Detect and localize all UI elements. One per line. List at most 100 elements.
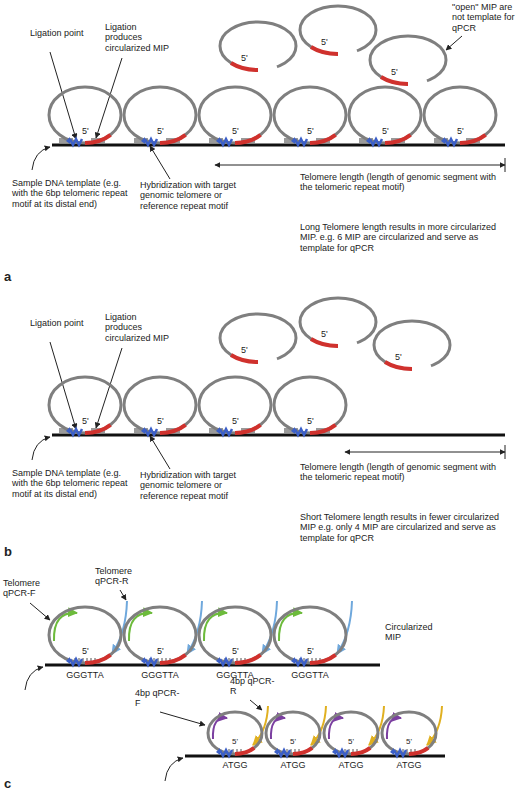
probe-arm: [310, 425, 336, 433]
pointer-arrow: [165, 758, 183, 781]
five-prime-mark: 5': [307, 126, 314, 136]
ligation-site: [220, 659, 232, 665]
open-gap: [338, 343, 357, 346]
annotation: Ligation produces circularized MIP: [105, 22, 175, 53]
open-gap: [408, 81, 427, 84]
annotation: 4bp qPCR-R: [230, 676, 280, 697]
annotation: Sample DNA template (e.g. with the 6bp t…: [12, 178, 137, 209]
leader-line: [250, 700, 262, 710]
five-prime-mark: 5': [406, 737, 412, 746]
repeat-motif: ATGG: [213, 760, 257, 770]
ligation-site: [441, 137, 445, 144]
ligation-site: [295, 429, 307, 435]
annotation: Telomere qPCR-R: [95, 566, 150, 587]
ligation-site: [220, 139, 232, 145]
annotation: 4bp qPCR-F: [135, 688, 185, 709]
ligation-site: [394, 750, 406, 756]
mip-probe: [274, 607, 346, 663]
probe-arm: [235, 655, 261, 663]
ligation-site: [291, 427, 295, 434]
probe-arm: [85, 135, 111, 143]
ligation-site: [291, 657, 295, 664]
ligation-site: [332, 748, 336, 755]
probe-arm: [160, 425, 186, 433]
five-prime-mark: 5': [82, 416, 89, 426]
mip-probe: [266, 712, 320, 754]
mip-probe: [199, 377, 271, 433]
repeat-motif: GGGTTA: [135, 670, 185, 680]
five-prime-mark: 5': [307, 646, 314, 656]
mip-probe: [220, 22, 296, 70]
annotation: "open" MIP are not template for qPCR: [452, 2, 516, 33]
probe-arm: [85, 655, 111, 663]
ligation-site: [216, 657, 220, 664]
annotation: Ligation point: [30, 318, 85, 328]
five-prime-mark: 5': [290, 737, 296, 746]
five-prime-mark: 5': [321, 37, 328, 47]
probe-arm: [235, 748, 254, 754]
ligation-site: [145, 139, 157, 145]
five-prime-mark: 5': [82, 646, 89, 656]
ligation-site: [291, 137, 295, 144]
mip-probe: [349, 87, 421, 143]
ligation-site: [295, 139, 307, 145]
ligation-site: [70, 659, 82, 665]
leader-line: [160, 712, 205, 725]
annotation: Long Telomere length results in more cir…: [300, 222, 510, 253]
probe-arm: [351, 748, 370, 754]
forward-primer: [329, 718, 343, 739]
ligation-site: [278, 750, 290, 756]
mip-probe: [300, 298, 376, 346]
mip-probe: [49, 377, 121, 433]
repeat-motif: GGGTTA: [60, 670, 110, 680]
annotation: Hybridization with target genomic telome…: [140, 470, 255, 501]
ligation-site: [216, 137, 220, 144]
mip-probe: [424, 87, 496, 143]
length-tick: [505, 445, 506, 459]
probe-arm: [235, 425, 261, 433]
annotation: Circularized MIP: [385, 622, 445, 643]
ligation-site: [216, 748, 220, 755]
length-tick: [505, 158, 506, 172]
five-prime-mark: 5': [232, 416, 239, 426]
probe-arm: [385, 135, 411, 143]
repeat-motif: ATGG: [387, 760, 431, 770]
annotation: Ligation produces circularized MIP: [105, 312, 175, 343]
mip-probe: [49, 607, 121, 663]
leader-line: [150, 146, 170, 179]
probe-arm: [235, 135, 261, 143]
mip-probe: [220, 314, 296, 362]
length-arrow: [215, 165, 505, 166]
forward-primer: [213, 718, 227, 739]
ligation-site: [66, 137, 70, 144]
five-prime-mark: 5': [232, 646, 239, 656]
ligation-site: [370, 139, 382, 145]
five-prime-mark: 5': [307, 416, 314, 426]
probe-arm: [231, 63, 258, 70]
annotation: Hybridization with target genomic telome…: [140, 180, 255, 211]
annotation: Short Telomere length results in fewer c…: [300, 512, 510, 543]
ligation-site: [295, 659, 307, 665]
five-prime-mark: 5': [157, 126, 164, 136]
pointer-arrow: [32, 437, 50, 460]
ligation-site: [66, 427, 70, 434]
five-prime-mark: 5': [232, 737, 238, 746]
ligation-site: [141, 657, 145, 664]
probe-arm: [310, 655, 336, 663]
mip-probe: [274, 377, 346, 433]
open-gap: [412, 366, 431, 369]
annotation: Sample DNA template (e.g. with the 6bp t…: [12, 468, 137, 499]
five-prime-mark: 5': [395, 352, 402, 362]
mip-probe: [124, 87, 196, 143]
ligation-site: [66, 657, 70, 664]
ligation-site: [141, 137, 145, 144]
panel-letter: c: [4, 777, 11, 792]
ligation-site: [390, 748, 394, 755]
probe-arm: [381, 77, 408, 84]
ligation-site: [336, 750, 348, 756]
panel-letter: a: [4, 270, 11, 285]
five-prime-mark: 5': [382, 126, 389, 136]
five-prime-mark: 5': [232, 126, 239, 136]
mip-probe: [300, 6, 376, 54]
